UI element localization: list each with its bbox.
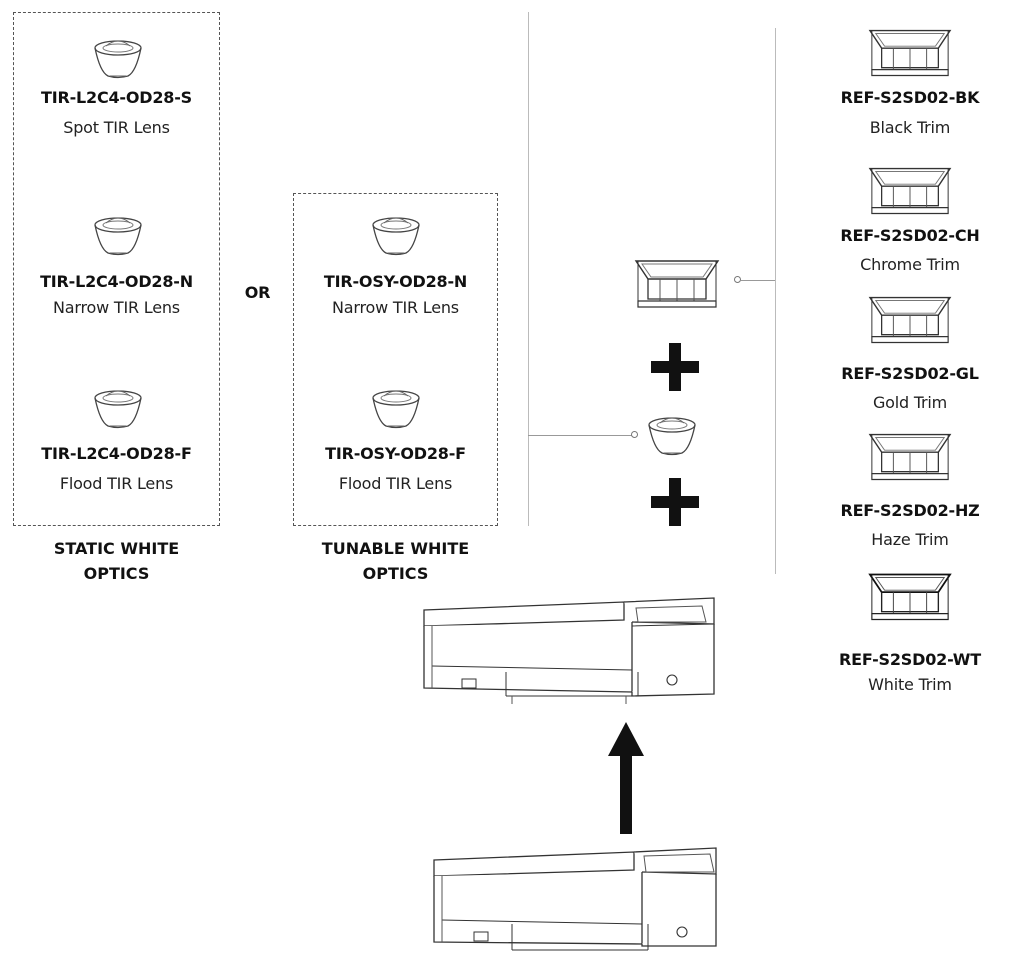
trim-code: REF-S2SD02-HZ [840, 501, 980, 520]
static-optic-desc: Narrow TIR Lens [53, 298, 180, 317]
housing-icon [423, 597, 715, 704]
tunable-optic-code: TIR-OSY-OD28-F [325, 444, 466, 463]
lens-icon [94, 390, 142, 429]
optics-divider-line [528, 12, 529, 526]
static-optic-code: TIR-L2C4-OD28-N [40, 272, 193, 291]
trim-desc: Black Trim [869, 118, 951, 137]
lens-connector-line [528, 435, 632, 436]
static-optics-label-line2: OPTICS [83, 564, 150, 583]
trim-desc: Gold Trim [872, 393, 948, 412]
trim-desc: Chrome Trim [860, 255, 960, 274]
tunable-optics-label-line2: OPTICS [362, 564, 429, 583]
lens-icon [372, 390, 420, 429]
tunable-optics-box [293, 193, 498, 526]
static-optic-desc: Spot TIR Lens [63, 118, 170, 137]
tunable-optic-desc: Flood TIR Lens [338, 474, 453, 493]
housing-icon [433, 847, 717, 951]
plus-icon [651, 343, 699, 391]
trim-connector-line [741, 280, 775, 281]
trim-icon [634, 260, 720, 308]
tunable-optic-desc: Narrow TIR Lens [332, 298, 459, 317]
lens-icon [648, 417, 696, 456]
trim-desc: White Trim [868, 675, 952, 694]
tunable-optics-label-line1: TUNABLE WHITE [321, 539, 470, 558]
trim-code: REF-S2SD02-BK [840, 88, 980, 107]
trim-icon [868, 433, 952, 481]
static-optic-desc: Flood TIR Lens [59, 474, 174, 493]
tunable-optics-label: TUNABLE WHITE OPTICS [293, 536, 498, 586]
lens-icon [372, 217, 420, 256]
trim-desc: Haze Trim [871, 530, 949, 549]
plus-icon [651, 478, 699, 526]
static-optics-label: STATIC WHITE OPTICS [13, 536, 220, 586]
trim-code: REF-S2SD02-CH [840, 226, 980, 245]
or-label: OR [244, 283, 271, 302]
trim-code: REF-S2SD02-WT [839, 650, 981, 669]
static-optic-code: TIR-L2C4-OD28-S [41, 88, 192, 107]
static-optic-code: TIR-L2C4-OD28-F [41, 444, 192, 463]
trim-icon [868, 296, 952, 344]
lens-icon [94, 217, 142, 256]
lens-connector-dot [631, 431, 638, 438]
trim-icon [868, 29, 952, 77]
arrow-up-icon [608, 722, 644, 834]
trim-connector-dot [734, 276, 741, 283]
trim-icon [868, 167, 952, 215]
trim-icon [868, 573, 952, 621]
trim-divider-line [775, 28, 776, 574]
trim-code: REF-S2SD02-GL [841, 364, 979, 383]
trim-list: REF-S2SD02-BK Black Trim REF-S2SD02-CH C… [820, 0, 1000, 965]
lens-icon [94, 40, 142, 79]
static-optics-label-line1: STATIC WHITE [53, 539, 180, 558]
static-optics-box [13, 12, 220, 526]
tunable-optic-code: TIR-OSY-OD28-N [323, 272, 468, 291]
